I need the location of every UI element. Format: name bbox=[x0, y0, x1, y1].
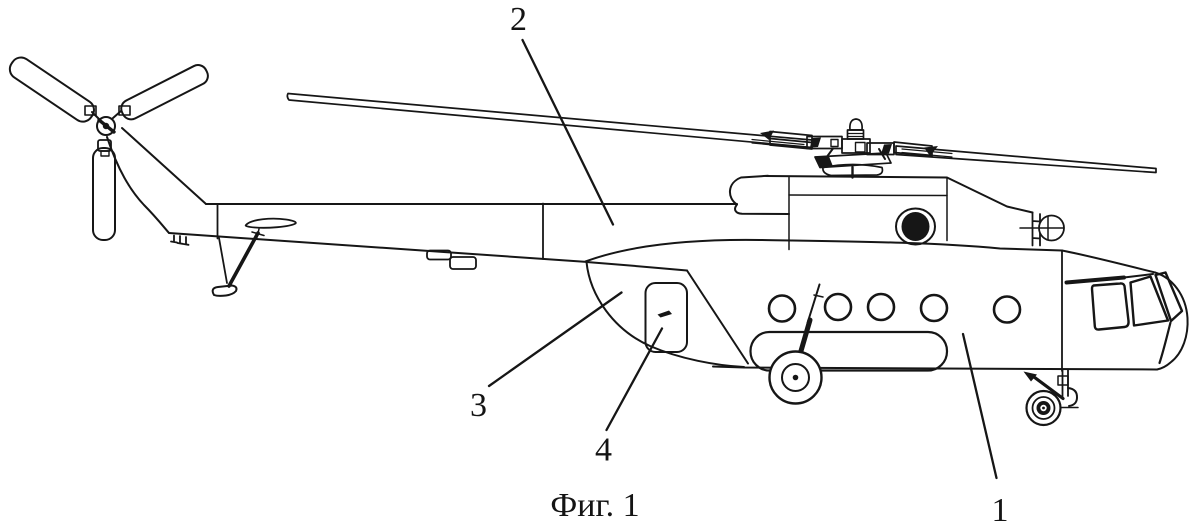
nose-landing-gear bbox=[1023, 369, 1079, 427]
horizontal-stabilizer bbox=[244, 217, 297, 229]
anti-collision-beacon bbox=[849, 118, 863, 131]
tail-skid-attach-cross bbox=[251, 228, 265, 240]
blade-right-fitting bbox=[924, 146, 938, 156]
leader-line-1 bbox=[961, 332, 998, 480]
nose-gear-brace bbox=[1030, 373, 1065, 401]
cabin-windows bbox=[767, 292, 1022, 324]
roof-radome bbox=[1019, 211, 1065, 247]
tail-rotor bbox=[8, 56, 209, 241]
hub-lower-disc bbox=[822, 163, 884, 177]
windscreen-pane-2 bbox=[1129, 275, 1170, 327]
tail-rotor-blade-upper-left bbox=[8, 56, 95, 123]
nose-contour bbox=[1154, 271, 1189, 371]
clamshell-door-slant bbox=[686, 269, 749, 365]
leader-line-2 bbox=[521, 38, 615, 226]
exhaust-port bbox=[901, 212, 930, 241]
tail-skid-shoe bbox=[211, 284, 238, 297]
engine-cowling bbox=[729, 174, 1034, 251]
tail-boom bbox=[106, 127, 738, 270]
external-fuel-tank bbox=[749, 330, 949, 372]
windscreen-pane-1 bbox=[1090, 282, 1130, 331]
callout-leaders bbox=[487, 38, 998, 480]
hub-right-grip bbox=[866, 142, 895, 156]
tail-skid-rear-strut bbox=[227, 231, 260, 288]
swashplate bbox=[814, 152, 892, 169]
belly-antennas bbox=[170, 234, 190, 246]
windscreen-band bbox=[1064, 275, 1126, 285]
callout-label-1: 1 bbox=[992, 492, 1009, 526]
main-rotor-blade-left bbox=[286, 92, 813, 149]
cabin-window-4 bbox=[919, 293, 949, 323]
nose-gear-strut bbox=[1061, 369, 1069, 398]
cabin-roof-line bbox=[584, 238, 1063, 263]
clamshell-door-top bbox=[585, 261, 688, 272]
main-wheel-rim bbox=[781, 363, 810, 392]
fin-trailing-edge bbox=[106, 136, 170, 234]
cabin-window-2 bbox=[823, 292, 853, 322]
tail-rotor-hub bbox=[84, 105, 131, 157]
cowling-front-dome bbox=[729, 174, 790, 215]
tail-rotor-blade-lower bbox=[92, 147, 116, 241]
cowling-seam-mid bbox=[788, 194, 948, 197]
fuselage bbox=[584, 238, 1158, 372]
main-landing-gear bbox=[768, 283, 824, 405]
cockpit bbox=[1061, 249, 1189, 372]
rear-hatch bbox=[644, 282, 688, 353]
clamshell-door-curve bbox=[585, 261, 745, 368]
windscreen-pane-3 bbox=[1154, 271, 1184, 323]
main-rotor-blade-right bbox=[895, 145, 1157, 174]
callout-label-3: 3 bbox=[470, 387, 487, 424]
callout-label-4: 4 bbox=[595, 432, 612, 469]
boom-step-upper bbox=[426, 249, 452, 261]
canopy-roof bbox=[1061, 249, 1156, 274]
main-rotor-hub bbox=[806, 118, 895, 179]
cowling-top-line bbox=[765, 175, 1034, 214]
exhaust-ring bbox=[895, 207, 936, 246]
boom-bottom-line bbox=[168, 232, 589, 263]
nose-wheel-rim bbox=[1031, 396, 1056, 420]
chin-glass-edge bbox=[1158, 321, 1172, 365]
leader-line-4 bbox=[605, 327, 664, 432]
tail-skid-front-strut bbox=[218, 237, 228, 284]
figure-caption: Фиг. 1 bbox=[550, 487, 639, 524]
leader-line-3 bbox=[487, 291, 623, 388]
tail-skid bbox=[211, 228, 265, 297]
main-rotor bbox=[286, 92, 1157, 174]
nose-gear-brace-arrow bbox=[1023, 371, 1037, 382]
tail-rotor-blade-upper-right bbox=[120, 64, 209, 121]
main-wheel-hub bbox=[792, 374, 799, 381]
fin-leading-edge bbox=[121, 127, 207, 205]
cabin-window-1 bbox=[767, 294, 797, 323]
boom-step-lower bbox=[449, 256, 477, 270]
callout-label-2: 2 bbox=[510, 1, 527, 38]
main-gear-upper-strut bbox=[806, 283, 821, 324]
cabin-window-5 bbox=[992, 295, 1022, 324]
cabin-window-3 bbox=[866, 292, 896, 322]
rear-hatch-handle bbox=[657, 310, 672, 318]
hub-left-grip bbox=[806, 135, 843, 150]
blade-left-fitting bbox=[760, 130, 774, 140]
nose-gear-fork bbox=[1067, 387, 1079, 407]
fuselage-bottom-line bbox=[712, 365, 1158, 371]
